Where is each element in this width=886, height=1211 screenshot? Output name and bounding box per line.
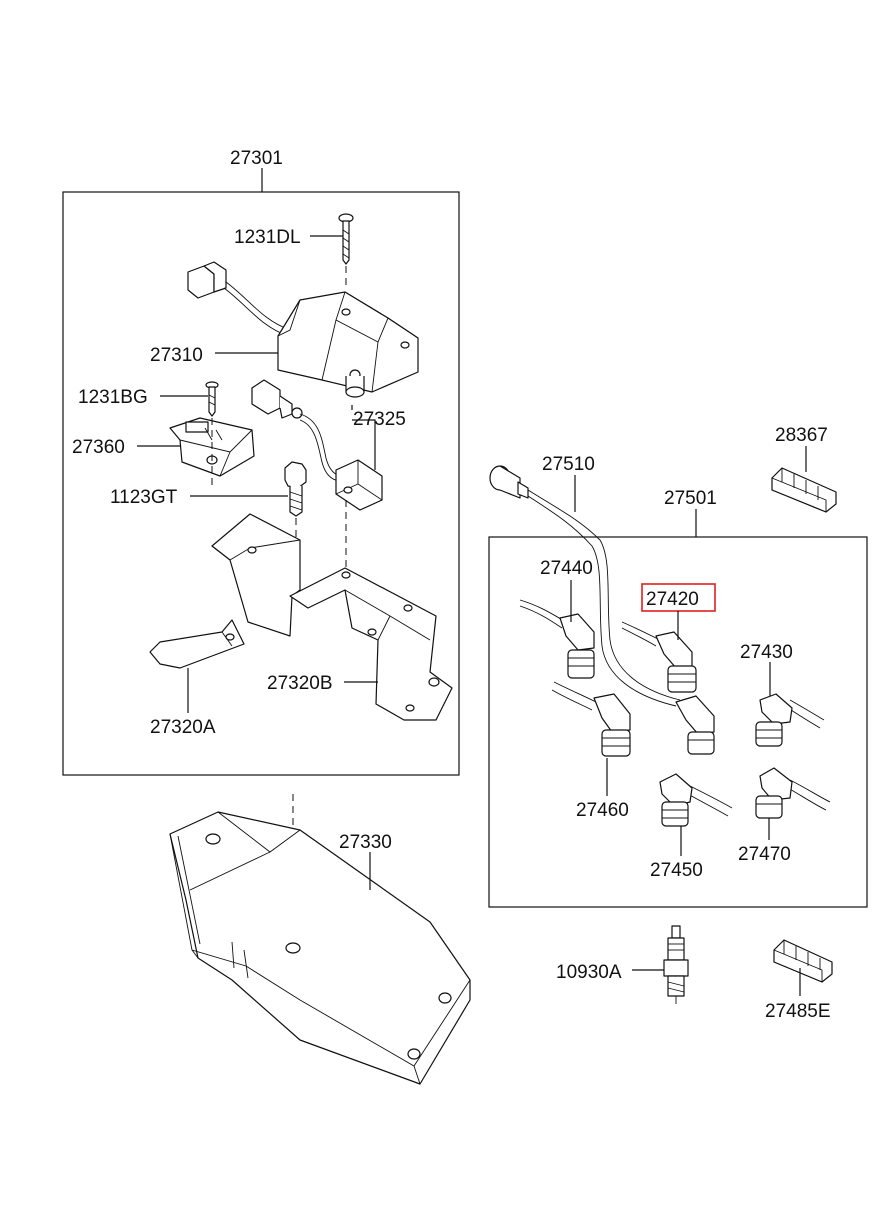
label-27320B[interactable]: 27320B: [267, 673, 333, 694]
label-27301[interactable]: 27301: [230, 148, 283, 169]
label-27310[interactable]: 27310: [150, 345, 203, 366]
ignition-coil-assembly-frame: [62, 191, 460, 776]
label-27320A[interactable]: 27320A: [150, 717, 216, 738]
boot-27470: [755, 767, 831, 819]
boot-27430: [755, 693, 825, 747]
label-27330[interactable]: 27330: [339, 832, 392, 853]
bracket-27320B: [211, 513, 453, 721]
spark-plug-cable-assembly-frame: [488, 536, 868, 908]
label-27430[interactable]: 27430: [740, 642, 793, 663]
label-27360[interactable]: 27360: [72, 437, 125, 458]
label-27460[interactable]: 27460: [576, 800, 629, 821]
label-27510[interactable]: 27510: [542, 454, 595, 475]
clip-28367: [771, 467, 837, 513]
label-27450[interactable]: 27450: [650, 860, 703, 881]
label-10930A[interactable]: 10930A: [556, 962, 622, 983]
boot-27420-lower: [675, 695, 715, 755]
boot-27460: [551, 681, 631, 757]
label-27420[interactable]: 27420: [646, 589, 699, 610]
screw-1231DL: [338, 213, 354, 265]
cable-27510: [489, 465, 681, 707]
clip-27485E: [773, 939, 833, 983]
plate-27320A: [149, 619, 245, 669]
spark-plug-10930A: [663, 925, 689, 1004]
label-27485E[interactable]: 27485E: [765, 1001, 831, 1022]
label-27470[interactable]: 27470: [738, 844, 791, 865]
label-1231DL[interactable]: 1231DL: [234, 227, 301, 248]
label-1231BG[interactable]: 1231BG: [78, 387, 148, 408]
label-28367[interactable]: 28367: [775, 425, 828, 446]
label-1123GT[interactable]: 1123GT: [110, 487, 178, 508]
boot-27420: [621, 621, 697, 693]
bolt-1123GT: [284, 461, 307, 517]
label-27440[interactable]: 27440: [540, 558, 593, 579]
boot-27450: [659, 773, 733, 827]
ignition-coil-27310: [187, 261, 419, 398]
cover-plate-27330: [169, 811, 471, 1085]
label-27501[interactable]: 27501: [664, 488, 717, 509]
sensor-27325: [251, 379, 383, 511]
boot-27440: [519, 599, 595, 679]
screw-1231BG: [205, 381, 219, 417]
label-27325[interactable]: 27325: [353, 409, 406, 430]
